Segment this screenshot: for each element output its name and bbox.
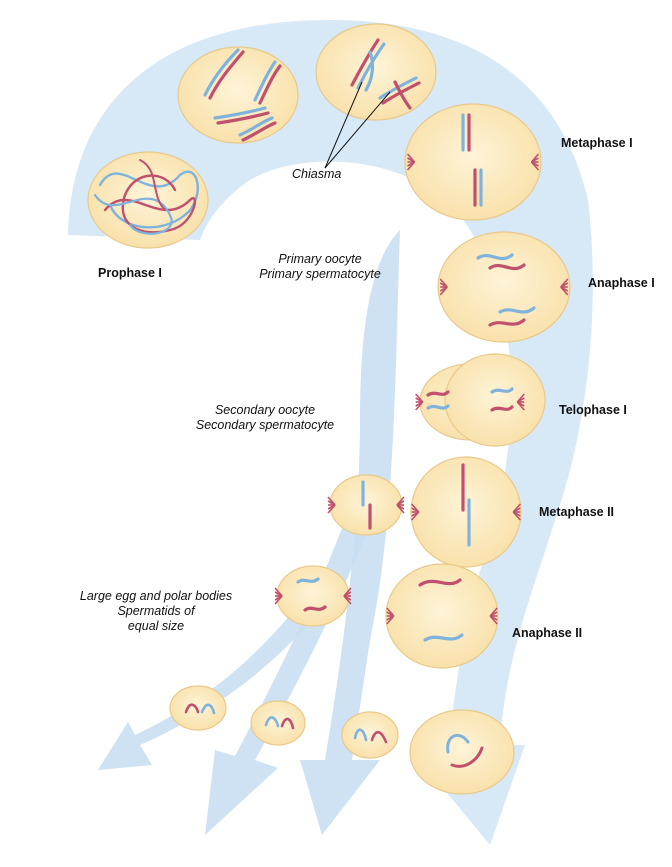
chromosome (446, 733, 470, 754)
chromosome (200, 703, 216, 715)
chromosome (490, 387, 514, 394)
label-large-egg-polar-bodies: Large egg and polar bodies (79, 589, 233, 603)
chromosome (426, 390, 450, 397)
centrosome-ray (327, 504, 336, 514)
cell-membrane (385, 563, 499, 669)
centrosome-ray (411, 511, 420, 521)
label-metaphase-1: Metaphase I (561, 136, 633, 150)
centrosome-ray (406, 161, 416, 171)
label-telophase-1: Telophase I (559, 403, 627, 417)
cell-group (87, 23, 571, 795)
label-prophase-1: Prophase I (98, 266, 162, 280)
centrosome-ray (489, 615, 498, 625)
label-spermatids-of: Spermatids of (117, 604, 195, 618)
cell-membrane (329, 474, 403, 536)
cell-membrane (341, 711, 399, 759)
label-anaphase-1: Anaphase I (588, 276, 655, 290)
cell-metaphase-2b (327, 474, 405, 536)
label-anaphase-2: Anaphase II (512, 626, 583, 640)
cell-anaphase-2a (385, 563, 499, 669)
chromosome (393, 80, 412, 110)
cell-polar-body-3 (341, 711, 399, 759)
cell-telophase-1a (415, 353, 546, 447)
cell-membrane (444, 353, 546, 447)
chromosome (450, 746, 484, 768)
cell-polar-body-1 (169, 685, 227, 731)
cell-metaphase-1 (404, 103, 542, 221)
cell-chiasma (315, 23, 437, 121)
chromosome (213, 106, 267, 120)
cell-membrane (169, 685, 227, 731)
chromosome (258, 64, 282, 105)
chromosome (93, 193, 173, 235)
chromosome (364, 50, 375, 92)
label-primary-spermatocyte: Primary spermatocyte (259, 267, 381, 281)
centrosome-ray (396, 504, 405, 514)
cell-metaphase-2a (410, 456, 522, 568)
centrosome-ray (415, 401, 424, 411)
cell-membrane (177, 46, 299, 144)
cell-anaphase-2b (274, 565, 352, 627)
cell-membrane (404, 103, 542, 221)
cell-polar-body-2 (250, 700, 306, 746)
chromosome (264, 716, 280, 728)
chromosome (423, 633, 464, 642)
label-chiasma: Chiasma (292, 167, 342, 181)
cell-synapsis (177, 46, 299, 144)
chromosome (303, 605, 327, 612)
chromosome (488, 318, 526, 327)
label-primary-oocyte: Primary oocyte (278, 252, 362, 266)
centrosome-ray (274, 595, 283, 605)
centrosome-ray (439, 286, 448, 296)
cell-membrane (315, 23, 437, 121)
chromosome (498, 306, 536, 314)
label-secondary-oocyte: Secondary oocyte (214, 403, 316, 417)
cell-membrane (437, 231, 571, 343)
chromosome (370, 730, 388, 744)
chromosome (238, 116, 274, 137)
chromosome (296, 577, 320, 584)
cell-prophase-1 (87, 151, 209, 249)
centrosome-ray (343, 595, 352, 605)
chiasma-pointer (324, 81, 391, 169)
chromosome (488, 263, 526, 271)
chromosome (490, 405, 514, 412)
label-primary-cell: Primary oocyte Primary spermatocyte (250, 252, 390, 282)
label-secondary-cell: Secondary oocyte Secondary spermatocyte (186, 403, 344, 433)
cell-anaphase-1 (437, 231, 571, 343)
cell-egg (409, 709, 515, 795)
chromosome (203, 48, 240, 97)
chromosome (139, 159, 166, 211)
chromosome (216, 111, 270, 125)
centrosome-ray (516, 401, 525, 411)
centrosome-ray (386, 615, 395, 625)
chromosome (350, 38, 380, 87)
label-metaphase-2: Metaphase II (539, 505, 615, 519)
cell-membrane (409, 709, 515, 795)
chromosome (418, 578, 462, 587)
label-equal-size: equal size (127, 619, 185, 633)
chromosome (184, 703, 200, 714)
chromosome (426, 404, 450, 410)
chromosome (356, 42, 386, 90)
cell-membrane (410, 456, 522, 568)
centrosome-ray (530, 161, 540, 171)
chromosome (208, 50, 245, 100)
chromosome (241, 121, 277, 142)
chromosome (476, 253, 514, 261)
centrosome-ray (512, 511, 521, 521)
chromosome (103, 174, 197, 234)
label-secondary-spermatocyte: Secondary spermatocyte (195, 418, 335, 432)
chromosome (353, 728, 368, 742)
chromosome (280, 717, 295, 730)
centrosome-ray (560, 286, 569, 296)
label-meiosis-products: Large egg and polar bodies Spermatids of… (70, 589, 242, 634)
chromosome (253, 60, 277, 102)
chromosome (98, 170, 199, 229)
cell-membrane (276, 565, 350, 627)
